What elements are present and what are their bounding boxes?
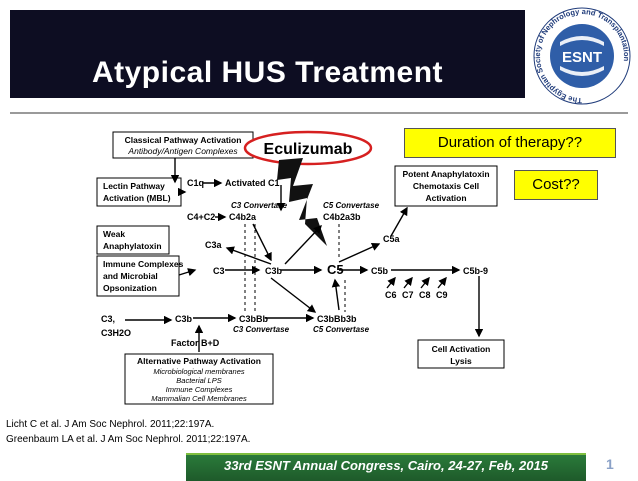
cell-activation-line1: Cell Activation	[432, 344, 491, 354]
label-c3b-alt: C3b	[175, 314, 193, 324]
title-bar	[10, 10, 525, 98]
citation-greenbaum: Greenbaum LA et al. J Am Soc Nephrol. 20…	[6, 434, 251, 445]
pathway-labels: C1q Activated C1 C4+C2 C4b2a C4b2a3b C3a…	[101, 178, 488, 348]
label-activated-c1: Activated C1	[225, 178, 280, 188]
pathway-arrows	[125, 158, 484, 352]
alternative-title: Alternative Pathway Activation	[137, 356, 261, 366]
label-c4b2a3b: C4b2a3b	[323, 212, 361, 222]
weak-anaphylatoxin-box	[96, 225, 170, 255]
label-c9: C9	[436, 290, 448, 300]
immune-line2: and Microbial	[103, 271, 158, 281]
duration-callout: Duration of therapy??	[404, 128, 616, 158]
cell-activation-box	[417, 339, 505, 369]
label-c3h2o: C3H2O	[101, 328, 131, 338]
immune-line1: Immune Complexes	[103, 259, 184, 269]
label-c7: C7	[402, 290, 414, 300]
label-c5-convertase-bottom: C5 Convertase	[313, 325, 370, 334]
label-c5-convertase-top: C5 Convertase	[323, 201, 380, 210]
classical-subtitle: Antibody/Antigen Complexes	[127, 146, 238, 156]
label-c3bbb: C3bBb	[239, 314, 269, 324]
footer-text: 33rd ESNT Annual Congress, Cairo, 24-27,…	[224, 458, 548, 473]
footer-banner	[186, 453, 586, 481]
label-c3-alt: C3,	[101, 314, 115, 324]
eculizumab-highlight	[243, 130, 373, 166]
immune-complexes-box	[96, 255, 180, 297]
alternative-item: Microbiological membranes	[153, 367, 245, 376]
label-c4c2: C4+C2	[187, 212, 215, 222]
label-c3a: C3a	[205, 240, 223, 250]
label-c3bbb3b: C3bBb3b	[317, 314, 357, 324]
label-c3b: C3b	[265, 266, 283, 276]
dashed-guides	[244, 224, 346, 314]
lectin-line2: Activation (MBL)	[103, 193, 171, 203]
cell-activation-line2: Lysis	[450, 356, 472, 366]
potent-line1: Potent Anaphylatoxin	[402, 169, 489, 179]
eculizumab-label: Eculizumab	[264, 141, 353, 158]
label-c4b2a: C4b2a	[229, 212, 257, 222]
box-texts: Classical Pathway Activation Antibody/An…	[103, 135, 490, 366]
label-c1q: C1q	[187, 178, 204, 188]
label-factor-bd: Factor B+D	[171, 338, 220, 348]
potent-line3: Activation	[425, 193, 466, 203]
potent-anaphylatoxin-box	[394, 165, 498, 207]
label-c3: C3	[213, 266, 225, 276]
label-c8: C8	[419, 290, 431, 300]
esnt-logo: The Egyptian Society of Nephrology and T…	[533, 7, 631, 105]
weak-line2: Anaphylatoxin	[103, 241, 162, 251]
alternative-item: Bacterial LPS	[176, 376, 221, 385]
label-c6: C6	[385, 290, 397, 300]
label-c5: C5	[327, 262, 344, 277]
label-c3-convertase-top: C3 Convertase	[231, 201, 288, 210]
weak-line1: Weak	[103, 229, 125, 239]
alternative-item: Mammalian Cell Membranes	[151, 394, 247, 403]
citation-licht: Licht C et al. J Am Soc Nephrol. 2011;22…	[6, 419, 215, 430]
label-c5b9: C5b-9	[463, 266, 488, 276]
label-c5a: C5a	[383, 234, 401, 244]
alternative-item: Immune Complexes	[166, 385, 233, 394]
convertase-labels: C3 Convertase C5 Convertase C3 Convertas…	[231, 201, 380, 334]
lectin-line1: Lectin Pathway	[103, 181, 165, 191]
potent-line2: Chemotaxis Cell	[413, 181, 479, 191]
alternative-pathway-box	[124, 353, 274, 405]
complement-pathway-diagram: Eculizumab Classical Pathway Activation …	[96, 130, 505, 405]
title-divider	[10, 112, 628, 114]
cost-callout: Cost??	[514, 170, 598, 200]
label-c3-convertase-bottom: C3 Convertase	[233, 325, 290, 334]
logo-abbr: ESNT	[562, 49, 602, 66]
alternative-items: Microbiological membranes Bacterial LPS …	[151, 367, 247, 403]
slide-title: Atypical HUS Treatment	[91, 56, 444, 89]
inhibition-lightning-bolt	[277, 158, 327, 246]
label-c5b: C5b	[371, 266, 389, 276]
page-number: 1	[606, 456, 614, 472]
classical-title: Classical Pathway Activation	[125, 135, 242, 145]
immune-line3: Opsonization	[103, 283, 157, 293]
